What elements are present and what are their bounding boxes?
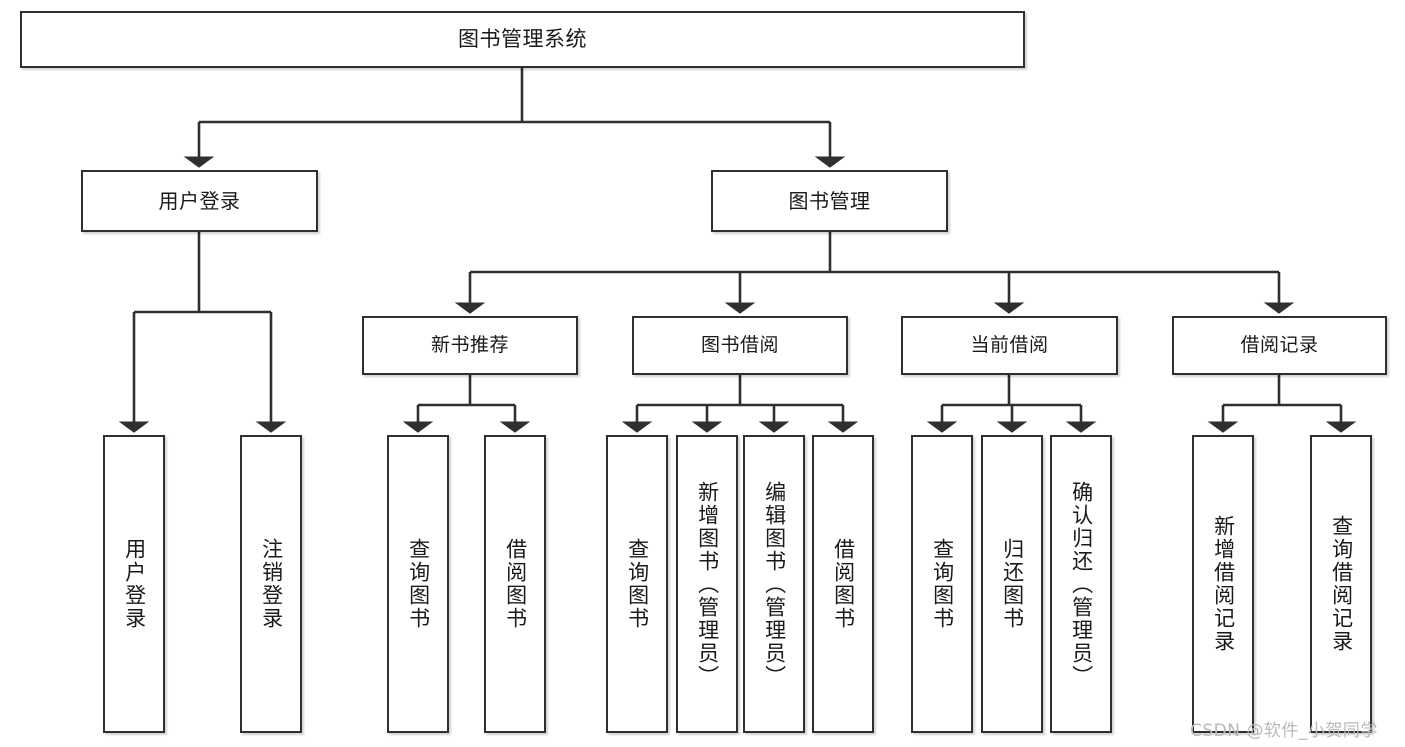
node-leaf-query-book-1-label: 查询图书 — [406, 538, 431, 630]
node-leaf-add-book-label: 新增图书（管理员） — [695, 480, 720, 688]
node-root[interactable]: 图书管理系统 — [20, 11, 1025, 68]
node-current-borrow-label: 当前借阅 — [970, 333, 1049, 356]
node-book-manage-label: 图书管理 — [788, 188, 871, 213]
node-leaf-borrow-book-2[interactable]: 借阅图书 — [812, 435, 874, 733]
node-leaf-query-book-3[interactable]: 查询图书 — [911, 435, 973, 733]
node-leaf-query-record-label: 查询借阅记录 — [1329, 515, 1354, 653]
node-borrow-record[interactable]: 借阅记录 — [1172, 316, 1387, 375]
node-borrow-record-label: 借阅记录 — [1240, 333, 1319, 356]
node-leaf-return-book-label: 归还图书 — [1000, 538, 1025, 630]
node-new-book-recommend-label: 新书推荐 — [430, 333, 509, 356]
node-leaf-add-record[interactable]: 新增借阅记录 — [1192, 435, 1254, 733]
node-current-borrow[interactable]: 当前借阅 — [901, 316, 1118, 375]
node-leaf-edit-book-label: 编辑图书（管理员） — [762, 480, 787, 688]
node-leaf-user-login-label: 用户登录 — [122, 538, 147, 630]
node-leaf-confirm-return[interactable]: 确认归还（管理员） — [1050, 435, 1112, 733]
node-leaf-add-record-label: 新增借阅记录 — [1211, 515, 1236, 653]
node-leaf-user-login[interactable]: 用户登录 — [103, 435, 165, 733]
watermark: CSDN @软件_小贺同学 — [1190, 721, 1378, 741]
node-book-borrow-label: 图书借阅 — [700, 333, 779, 356]
node-leaf-query-book-1[interactable]: 查询图书 — [387, 435, 449, 733]
node-leaf-borrow-book-1[interactable]: 借阅图书 — [484, 435, 546, 733]
node-leaf-borrow-book-1-label: 借阅图书 — [503, 538, 528, 630]
node-leaf-query-record[interactable]: 查询借阅记录 — [1310, 435, 1372, 733]
node-leaf-logout[interactable]: 注销登录 — [240, 435, 302, 733]
node-leaf-query-book-2-label: 查询图书 — [625, 538, 650, 630]
node-new-book-recommend[interactable]: 新书推荐 — [362, 316, 578, 375]
node-leaf-query-book-3-label: 查询图书 — [930, 538, 955, 630]
node-leaf-confirm-return-label: 确认归还（管理员） — [1069, 480, 1094, 688]
node-user-login[interactable]: 用户登录 — [81, 170, 318, 232]
node-book-borrow[interactable]: 图书借阅 — [632, 316, 848, 375]
node-leaf-logout-label: 注销登录 — [259, 538, 284, 630]
node-leaf-borrow-book-2-label: 借阅图书 — [831, 538, 856, 630]
node-leaf-edit-book[interactable]: 编辑图书（管理员） — [743, 435, 805, 733]
node-book-manage[interactable]: 图书管理 — [711, 170, 948, 232]
node-leaf-add-book[interactable]: 新增图书（管理员） — [676, 435, 738, 733]
node-leaf-return-book[interactable]: 归还图书 — [981, 435, 1043, 733]
node-user-login-label: 用户登录 — [158, 188, 241, 213]
node-root-label: 图书管理系统 — [458, 27, 587, 52]
node-leaf-query-book-2[interactable]: 查询图书 — [606, 435, 668, 733]
